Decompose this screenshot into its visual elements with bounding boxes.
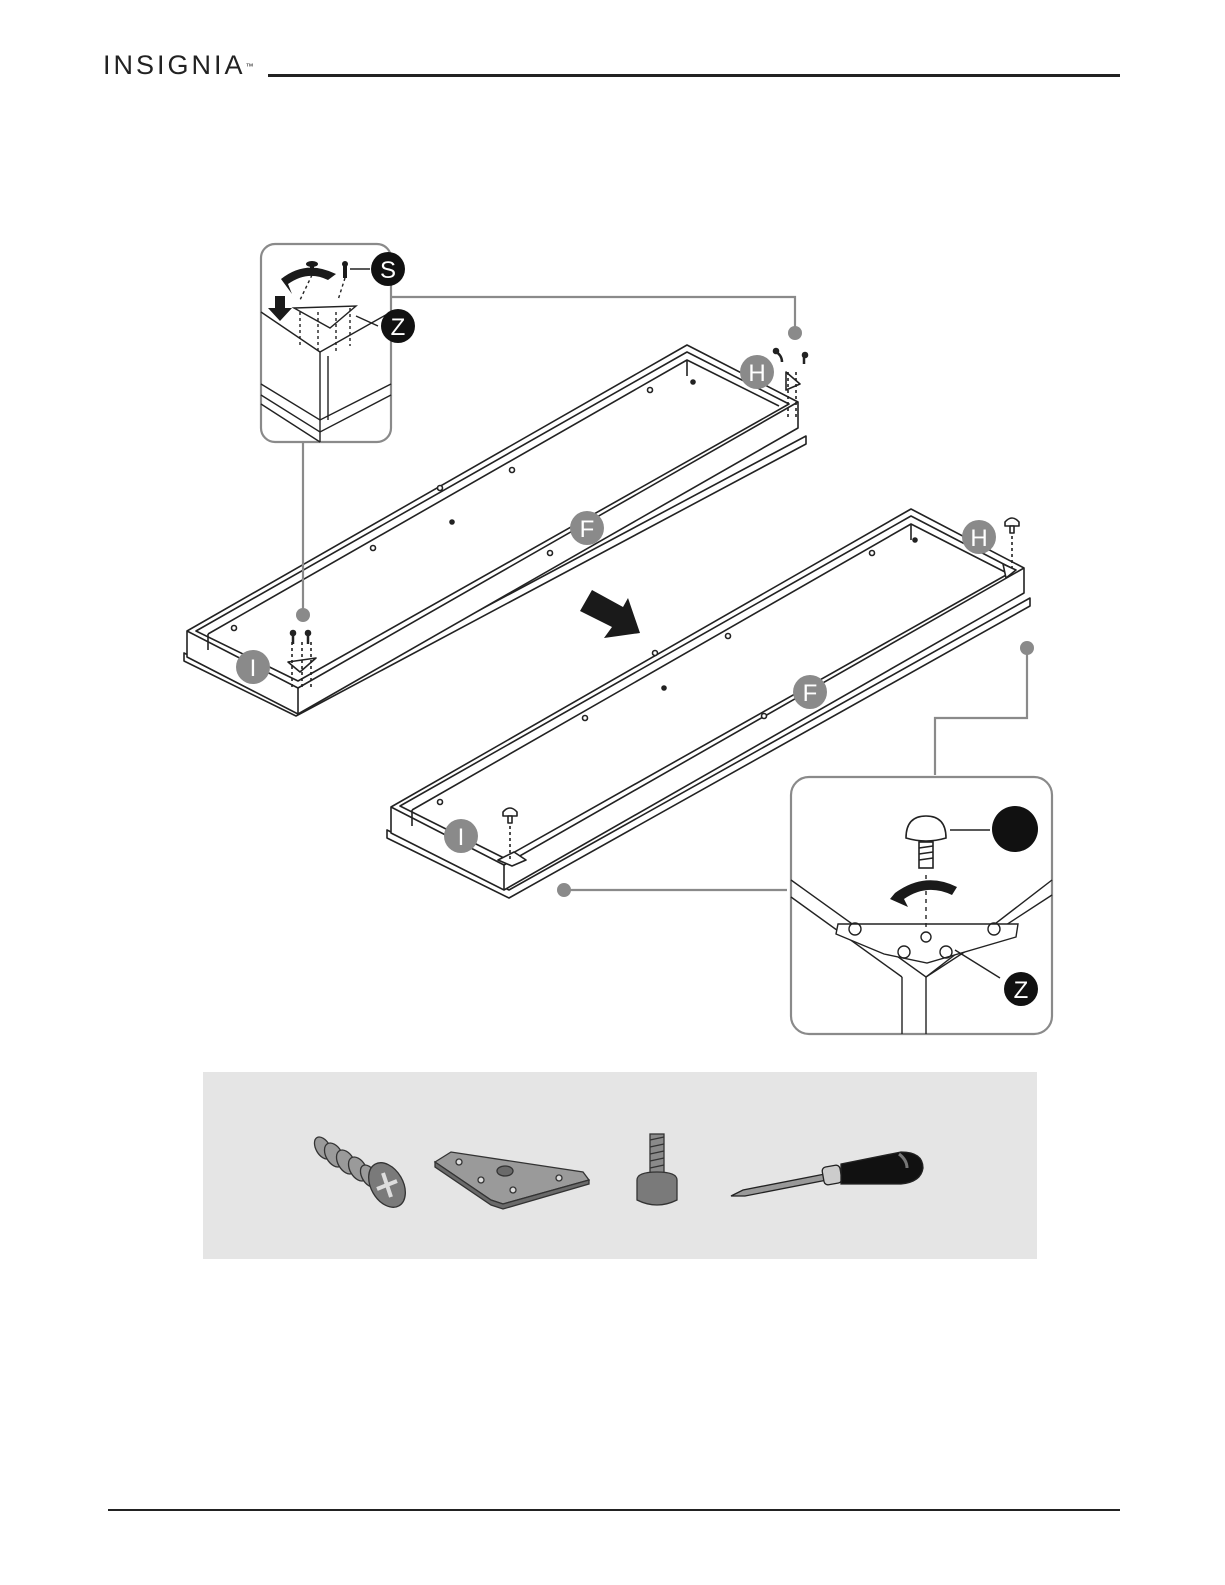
svg-text:S: S bbox=[380, 257, 396, 284]
corner-bracket-icon bbox=[435, 1152, 589, 1209]
label-bracket-inset2: Z bbox=[1004, 972, 1038, 1006]
label-bracket-inset1: Z bbox=[381, 309, 415, 343]
label-screw: S bbox=[371, 252, 405, 286]
inset-detail-bracket bbox=[261, 244, 391, 442]
tools-panel bbox=[203, 1072, 1037, 1259]
assembly-diagram: S Z Z H H F F I I bbox=[0, 0, 1225, 1060]
label-f-upper: F bbox=[570, 511, 604, 545]
svg-text:Z: Z bbox=[391, 314, 406, 341]
label-h-lower: H bbox=[962, 520, 996, 554]
wood-screw-icon bbox=[311, 1134, 413, 1214]
footer-rule bbox=[108, 1509, 1120, 1511]
label-i-lower: I bbox=[444, 819, 478, 853]
label-f-lower: F bbox=[793, 675, 827, 709]
svg-text:Z: Z bbox=[1014, 977, 1029, 1004]
svg-text:I: I bbox=[458, 824, 465, 851]
screwdriver-icon bbox=[731, 1152, 923, 1196]
svg-text:H: H bbox=[970, 525, 987, 552]
direction-arrow-icon bbox=[580, 590, 640, 638]
leveling-foot-icon bbox=[637, 1134, 677, 1205]
label-i-upper: I bbox=[236, 650, 270, 684]
svg-text:F: F bbox=[580, 516, 595, 543]
svg-text:I: I bbox=[250, 655, 257, 682]
label-h-upper: H bbox=[740, 355, 774, 389]
svg-text:F: F bbox=[803, 680, 818, 707]
svg-text:H: H bbox=[748, 360, 765, 387]
